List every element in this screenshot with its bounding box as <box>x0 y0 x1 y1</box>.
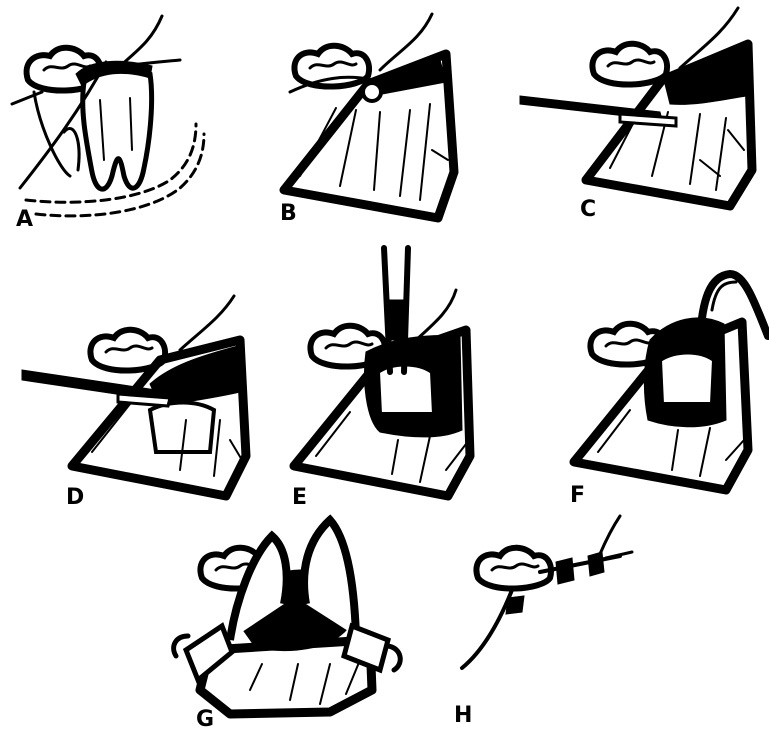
panel-h-label: H <box>454 703 472 728</box>
panel-c-label: C <box>580 197 596 222</box>
panel-d-label: D <box>66 485 84 510</box>
panel-b-label: B <box>280 201 297 226</box>
panel-a-illustration <box>12 16 204 216</box>
panel-f-illustration <box>574 274 768 490</box>
panel-a-label: A <box>16 207 33 232</box>
panel-h: H <box>454 516 632 728</box>
panel-e: E <box>292 248 470 510</box>
panel-g-illustration <box>174 520 401 714</box>
panel-h-illustration <box>462 516 632 668</box>
panel-b-illustration <box>284 14 454 218</box>
panel-d: D <box>22 296 246 510</box>
panel-e-illustration <box>294 248 470 496</box>
panel-e-label: E <box>292 485 307 510</box>
panel-c-illustration <box>520 8 752 206</box>
panel-d-illustration <box>22 296 246 496</box>
panel-f-label: F <box>570 483 585 508</box>
panel-f: F <box>570 274 768 508</box>
panel-g: G <box>174 520 401 732</box>
panel-a: A <box>12 16 204 232</box>
panel-b: B <box>280 14 454 226</box>
panel-c: C <box>520 8 752 222</box>
panel-g-label: G <box>196 707 214 732</box>
